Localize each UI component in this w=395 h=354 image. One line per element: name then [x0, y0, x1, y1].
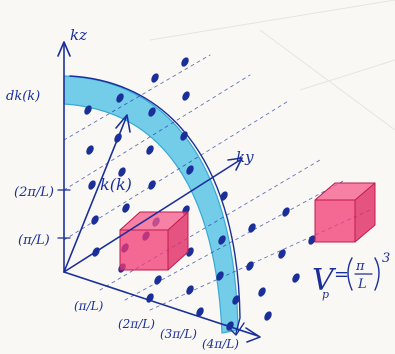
lattice-point [185, 284, 196, 296]
kx-tick-label-4: (4π/L) [202, 337, 239, 351]
lattice-point [180, 56, 191, 68]
lattice-point [85, 144, 96, 156]
lattice-point [263, 310, 274, 322]
kx-tick-label-3: (3π/L) [160, 327, 197, 341]
kz-tick-label-2: (2π/L) [14, 185, 54, 200]
lattice-point [90, 214, 101, 226]
unit-cell-cube [120, 212, 188, 270]
volume-close-paren [375, 258, 379, 290]
lattice-point [145, 144, 156, 156]
volume-denominator: L [357, 277, 367, 292]
lattice-point [87, 179, 98, 191]
lattice-point [291, 272, 302, 284]
lattice-point [147, 179, 158, 191]
kx-tick-label-2: (2π/L) [118, 317, 155, 331]
kz-tick-label-1: (π/L) [18, 233, 50, 248]
dk-label: dk(k) [6, 89, 40, 104]
volume-open-paren [348, 258, 352, 290]
volume-cube [315, 183, 375, 242]
lattice-point [150, 72, 161, 84]
lattice-point [181, 90, 192, 102]
volume-subscript: p [322, 288, 329, 301]
volume-numerator: π [355, 259, 365, 274]
kz-axis-label: kz [70, 26, 87, 44]
lattice-point [281, 206, 292, 218]
lattice-point [247, 222, 258, 234]
lattice-point [257, 286, 268, 298]
volume-formula: V p = π L 3 [312, 251, 390, 301]
lattice-point [277, 248, 288, 260]
k-vector-label: k(k) [100, 175, 132, 194]
volume-exponent: 3 [382, 251, 390, 266]
lattice-point [121, 202, 132, 214]
kx-tick-label-1: (π/L) [74, 299, 104, 313]
ky-axis-label: ky [236, 148, 254, 166]
volume-equals: = [334, 264, 349, 285]
